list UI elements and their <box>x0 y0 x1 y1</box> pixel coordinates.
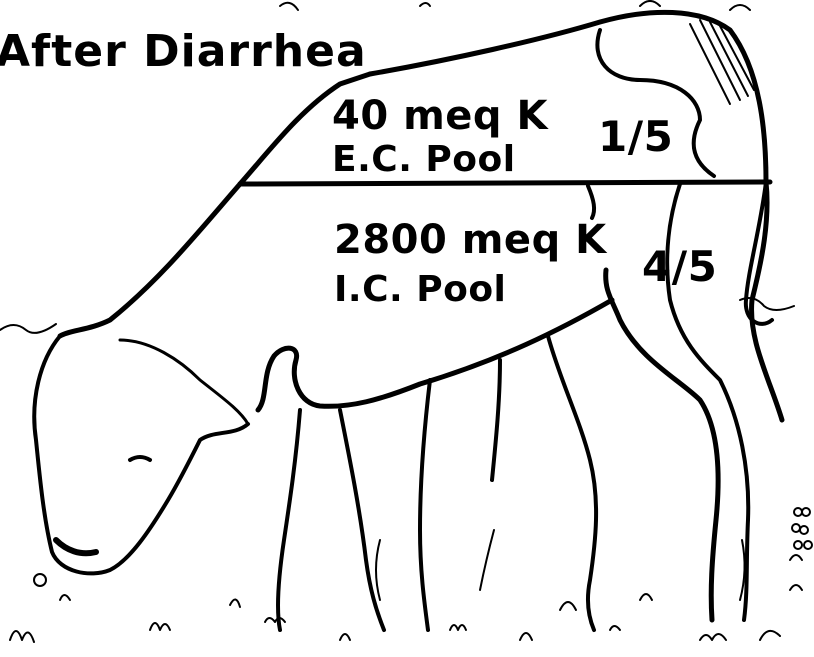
ec-pool-amount-label: 40 meq K <box>332 96 548 136</box>
ic-pool-fraction-label: 4/5 <box>642 246 717 288</box>
calf-ear <box>120 340 248 424</box>
calf-head-outline <box>34 336 248 573</box>
ic-pool-label: I.C. Pool <box>334 272 506 308</box>
pool-divider-line <box>240 182 770 184</box>
calf-front-leg-2 <box>340 410 384 630</box>
calf-mid-leg-2 <box>492 360 500 480</box>
calf-neck-outline <box>60 184 240 336</box>
diagram-title: After Diarrhea <box>0 30 367 74</box>
ec-pool-fraction-label: 1/5 <box>598 116 673 158</box>
ec-pool-label: E.C. Pool <box>332 142 516 178</box>
calf-muzzle-patch <box>56 540 96 553</box>
calf-front-leg-1 <box>278 410 300 630</box>
calf-rump-hatch <box>690 20 754 104</box>
calf-hind-thigh <box>606 270 718 620</box>
calf-eye <box>130 457 150 460</box>
calf-front-leg-3 <box>420 380 430 630</box>
calf-mid-leg-1 <box>548 336 596 630</box>
divider-tick <box>588 186 594 218</box>
ic-pool-amount-label: 2800 meq K <box>334 220 607 260</box>
calf-belly-outline <box>258 300 612 410</box>
